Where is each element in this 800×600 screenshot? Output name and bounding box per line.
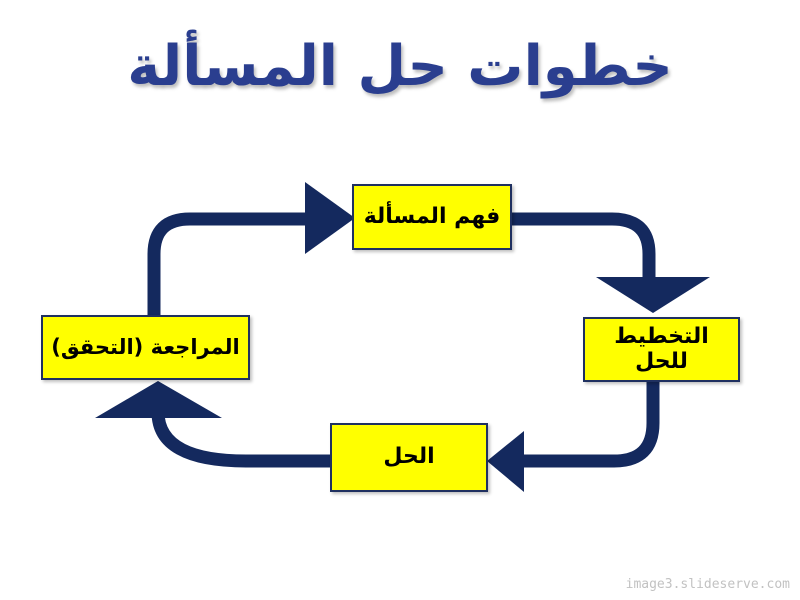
node-solution: الحل [330,423,488,492]
arrowhead-right [305,182,355,254]
arrow-line-plan-to-solve [523,381,660,468]
node-review-verify: المراجعة (التحقق) [41,315,250,380]
arrowhead-left [487,431,524,492]
arrow-line-review-to-understand [147,212,309,318]
watermark: image3.slideserve.com [625,577,790,592]
arrow-line-solve-to-review [151,411,331,468]
node-understand-problem: فهم المسألة [352,184,512,250]
arrow-line-understand-to-plan [511,212,656,280]
node-plan-solution: التخطيط للحل [583,317,740,382]
arrowhead-down [596,277,710,313]
arrowhead-up [95,381,222,418]
slide-title: خطوات حل المسألة [127,34,673,99]
